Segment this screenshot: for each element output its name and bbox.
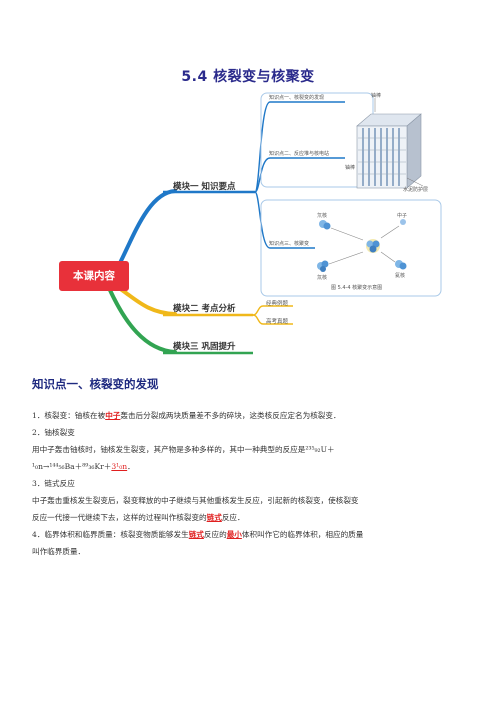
paragraph-6: 中子轰击重核发生裂变后，裂变释放的中子继续与其他重核发生反应，引起新的核裂变，使… [32,496,359,505]
module-two-label: 模块二 考点分析 [173,304,236,314]
figure-caption: 图 5.4-4 核聚变示意图 [331,285,383,291]
highlight-chain-2: 链式 [188,530,204,539]
paragraph-4: ¹₀n→¹⁴⁴₅₆Ba＋⁸⁹₃₆Kr＋3¹₀n． [32,462,135,471]
paragraph-1: 1．核裂变：铀核在被中子轰击后分裂成两块质量差不多的碎块，这类核反应定名为核裂变… [32,411,341,420]
reactor-label-shield: 水泥防护层 [403,187,429,193]
reactor-illustration [356,98,424,189]
module-two-item-1: 经典例题 [266,301,289,307]
reactor-label-rod2: 铀棒 [345,165,356,171]
knowledge-point-3: 知识点三、核聚变 [269,241,310,247]
fusion-label-deuteron: 氘核 [317,213,328,219]
mind-map-branches [107,92,442,355]
reactor-label-rod1: 铀棒 [371,93,382,99]
page-title: 5.4 核裂变与核聚变 [181,69,315,85]
module-two-item-2: 高考真题 [266,319,289,325]
paragraph-5: 3．链式反应 [32,479,75,488]
highlight-minimum: 最小 [226,530,242,539]
mind-map: 本课内容 模块一 知识要点 模块二 考点分析 模块三 巩固提升 知识点一、核裂变… [55,88,442,363]
paragraph-8: 4．临界体积和临界质量：核裂变物质能够发生链式反应的最小体积叫作它的临界体积，相… [32,530,364,539]
knowledge-point-2: 知识点二、反应堆与核电站 [269,151,330,157]
paragraph-3: 用中子轰击铀核时，铀核发生裂变，其产物是多种多样的，其中一种典型的反应是²³⁵₉… [32,445,335,454]
paragraph-2: 2．铀核裂变 [32,428,75,437]
knowledge-point-1: 知识点一、核裂变的发现 [269,95,325,101]
module-one-label: 模块一 知识要点 [173,182,236,192]
fusion-label-neutron: 中子 [397,213,408,219]
highlight-chain: 链式 [206,513,222,522]
highlight-neutrons: 3¹₀n [111,462,128,471]
paragraph-9: 叫作临界质量． [32,547,86,556]
fusion-label-triton: 氚核 [317,275,328,281]
root-node: 本课内容 [59,261,129,291]
fusion-label-helium: 氦核 [395,273,406,279]
paragraph-7: 反应一代接一代继续下去，这样的过程叫作核裂变的链式反应． [32,513,245,522]
section-heading: 知识点一、核裂变的发现 [32,377,159,391]
module-three-label: 模块三 巩固提升 [173,342,236,352]
highlight-neutron: 中子 [105,411,121,420]
fusion-illustration [317,219,407,272]
